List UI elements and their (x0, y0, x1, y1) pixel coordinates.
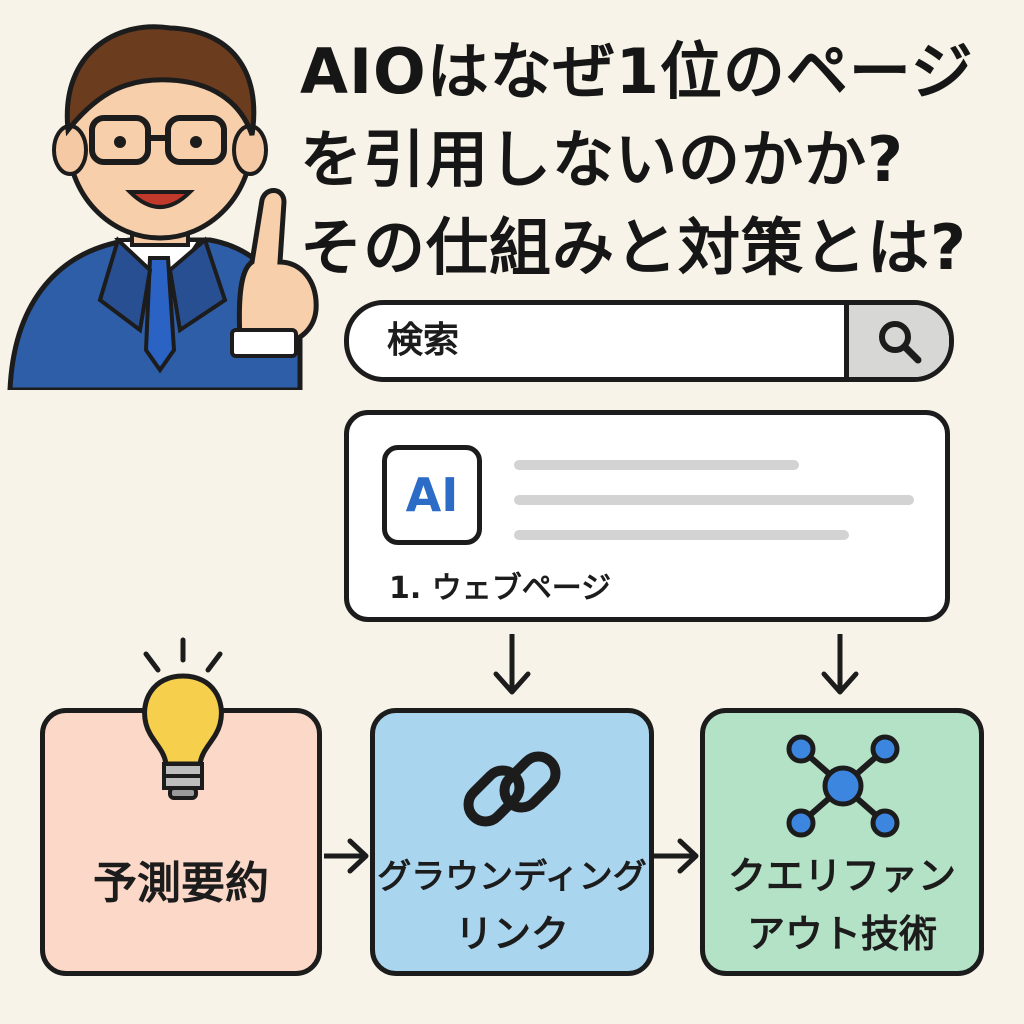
chain-link-icon (463, 751, 561, 827)
search-icon (879, 321, 922, 364)
page-title: AIOはなぜ1位のページ を引用しないのかか? その仕組みと対策とは? (300, 28, 1015, 292)
box-label-line-1: グラウンディング (377, 857, 647, 897)
query-fan-out-box: クエリファン アウト技術 (700, 708, 984, 976)
title-line-3: その仕組みと対策とは? (300, 211, 967, 284)
box-label-line-1: クエリファン (727, 854, 956, 898)
ai-badge-icon: AI (382, 445, 482, 545)
placeholder-text-line (514, 495, 914, 505)
title-line-2: を引用しないのかか? (300, 123, 904, 196)
result-label: 1. ウェブページ (389, 571, 612, 606)
placeholder-text-line (514, 460, 799, 470)
arrow-right-icon (324, 838, 369, 874)
title-line-1: AIOはなぜ1位のページ (300, 35, 974, 108)
placeholder-text-line (514, 530, 849, 540)
box-label-line-2: リンク (454, 912, 569, 956)
search-button[interactable] (844, 305, 949, 377)
lightbulb-icon (142, 637, 224, 800)
presenter-illustration (7, 24, 319, 390)
ai-result-card: AI 1. ウェブページ (344, 410, 950, 622)
arrow-right-icon (654, 838, 699, 874)
arrow-down-icon (821, 634, 859, 695)
grounding-link-box: グラウンディング リンク (370, 708, 654, 976)
search-bar[interactable]: 検索 (344, 300, 954, 382)
search-query-text[interactable]: 検索 (387, 320, 460, 361)
box-label: 予測要約 (93, 858, 269, 909)
box-label-line-2: アウト技術 (746, 912, 937, 956)
network-nodes-icon (786, 734, 900, 838)
arrow-down-icon (493, 634, 531, 695)
